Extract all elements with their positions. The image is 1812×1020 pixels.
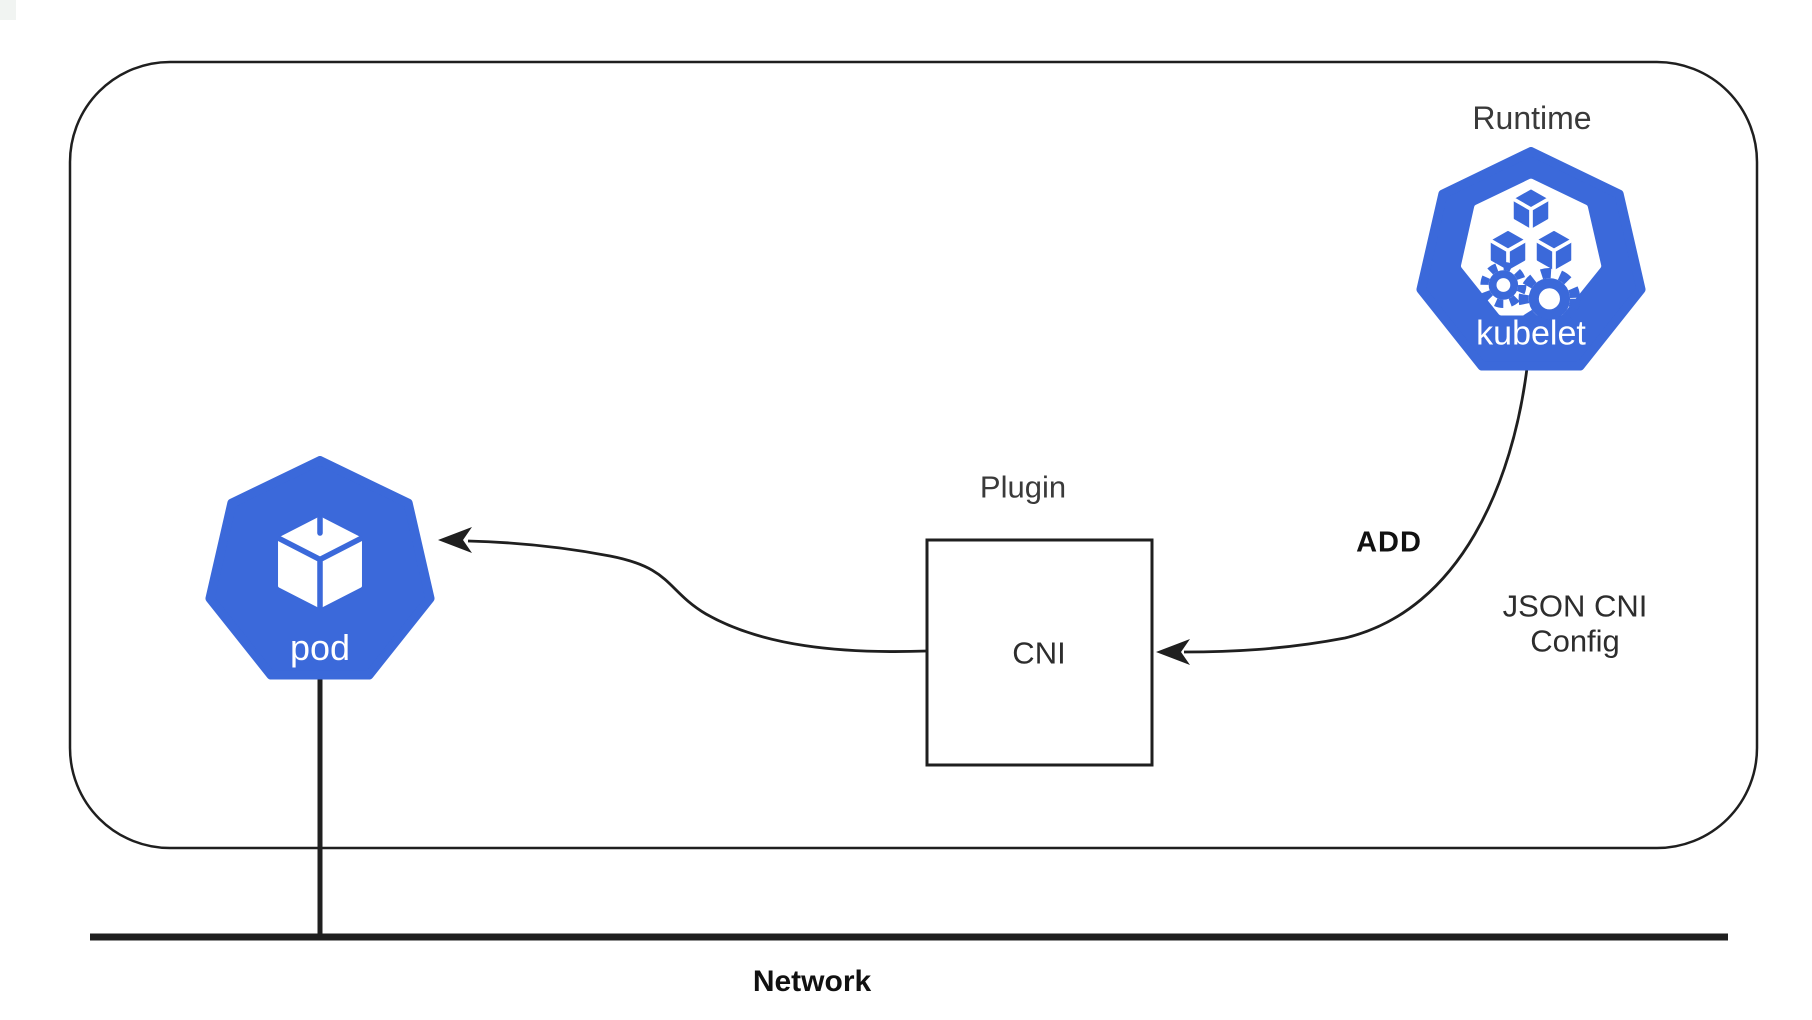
kubelet-icon: [1416, 147, 1646, 371]
json-cni-config-label: JSON CNI Config: [1502, 588, 1648, 659]
pod-icon: [205, 456, 435, 680]
pod-cube-glyph: [276, 515, 364, 610]
edge-cni-to-pod-arrowhead: [438, 527, 472, 553]
cni-box-label: CNI: [1012, 635, 1066, 671]
cni-plugin-box: [925, 538, 1154, 767]
screen-corner-artifact: [0, 0, 16, 20]
plugin-label: Plugin: [979, 469, 1067, 505]
edge-kubelet-to-cni-arrowhead: [1156, 639, 1190, 665]
node-boundary-box: [68, 60, 1759, 850]
kubelet-node: kubelet: [1416, 147, 1646, 377]
edge-cni-to-pod: [467, 539, 928, 653]
pod-node: pod: [205, 456, 435, 686]
kubelet-cubes-glyph: [1490, 189, 1572, 271]
network-label: Network: [752, 964, 872, 998]
edge-kubelet-to-cni: [1183, 367, 1529, 654]
runtime-label: Runtime: [1472, 99, 1592, 136]
kubelet-gears-glyph: [1480, 261, 1581, 330]
kubelet-label: kubelet: [1476, 314, 1586, 353]
add-edge-label: ADD: [1356, 526, 1422, 559]
pod-label: pod: [289, 627, 351, 668]
